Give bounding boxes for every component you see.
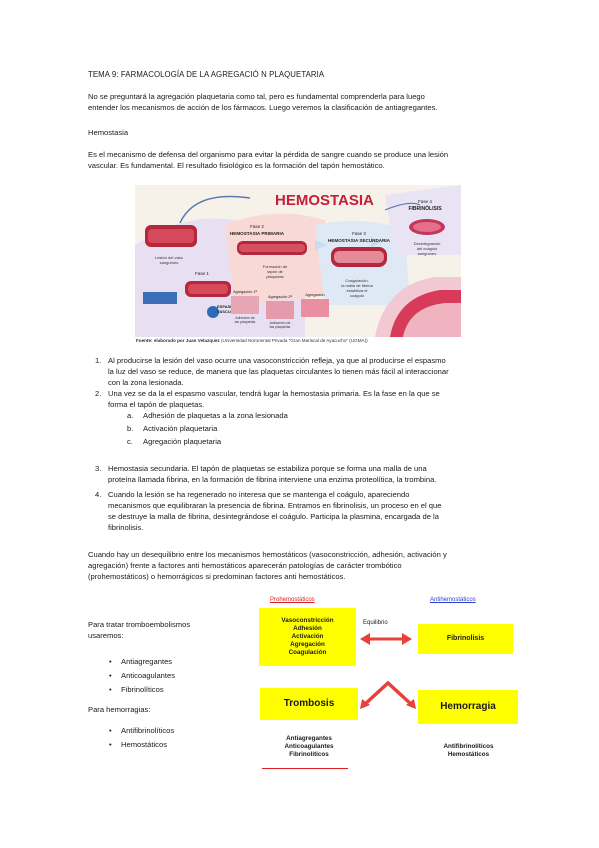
double-arrow-icon bbox=[360, 633, 412, 645]
figure-title: HEMOSTASIA bbox=[275, 192, 374, 209]
lesion-label-2: sanguíneo bbox=[160, 260, 179, 265]
hemorragia-box: Hemorragia bbox=[418, 690, 518, 724]
list-item-fibrinoliticos: Fibrinolíticos bbox=[109, 684, 164, 695]
document-title: TEMA 9: FARMACOLOGÍA DE LA AGREGACIÓ N P… bbox=[88, 70, 325, 79]
lesion-label-1: Lesión del vaso bbox=[155, 255, 184, 260]
agreg2-thumbnail bbox=[266, 301, 294, 319]
anti-label: Antihemostáticos bbox=[430, 597, 476, 603]
phase2-background bbox=[225, 213, 335, 305]
step-1: 1. Al producirse la lesión del vaso ocur… bbox=[95, 356, 449, 387]
phase2-desc-2: tapón de bbox=[267, 269, 283, 274]
agreg1-thumbnail bbox=[231, 296, 259, 314]
cycle-arrow-top bbox=[384, 202, 421, 211]
hemo-label: Para hemorragias: bbox=[88, 705, 151, 714]
list-item-antiagregantes: Antiagregantes bbox=[109, 656, 172, 667]
pro-box: Vasoconstricción Adhesión Activación Agr… bbox=[259, 608, 356, 666]
hemostasia-illustration: HEMOSTASIA Fase 4 FIBRINÓLISIS Desintegr… bbox=[135, 185, 461, 337]
phase2-desc-3: plaquetas bbox=[266, 274, 283, 279]
fibrinolisis-box: Fibrinolisis bbox=[418, 624, 513, 654]
section-heading-hemostasia: Hemostasia bbox=[88, 128, 129, 137]
figure-caption: Fuente: elaborado por Juan Velazquez (Un… bbox=[136, 338, 368, 343]
phase4-desc-2: del coágulo bbox=[417, 246, 438, 251]
phase3-desc-1: Coagulación, bbox=[345, 278, 368, 283]
phase2-desc-1: Formación de bbox=[263, 264, 288, 269]
phase3-title: Fase 3 bbox=[352, 231, 366, 236]
phase1-name-2: VASCULAR bbox=[217, 309, 239, 314]
substep-b: b. Activación plaquetaria bbox=[127, 424, 218, 433]
intro-paragraph: No se preguntará la agregación plaquetar… bbox=[88, 92, 438, 112]
trombosis-treatment: Antiagregantes Anticoagulantes Fibrinolí… bbox=[284, 735, 334, 758]
phase3-name: HEMOSTASIA SECUNDARIA bbox=[328, 238, 391, 243]
divider-line bbox=[262, 768, 348, 769]
activacion-label-1: Activación de bbox=[270, 321, 291, 325]
phase1-name-1: ESPASMO bbox=[217, 304, 237, 309]
phase3-desc-4: coágulo bbox=[350, 293, 365, 298]
phase2-name: HEMOSTASIA PRIMARIA bbox=[230, 231, 285, 236]
trombosis-box: Trombosis bbox=[260, 688, 358, 720]
phase4-title: Fase 4 bbox=[418, 199, 432, 204]
phase2-title: Fase 2 bbox=[250, 224, 264, 229]
phase-arrow-2 bbox=[315, 240, 327, 250]
hemorragia-treatment: Antifibrinolíticos Hemostáticos bbox=[443, 743, 494, 758]
definition-paragraph: Es el mecanismo de defensa del organismo… bbox=[88, 150, 449, 170]
agreg3-thumbnail bbox=[301, 299, 329, 317]
phase3-desc-3: estabiliza el bbox=[347, 288, 368, 293]
agreg1-label: Agregación 1ª bbox=[233, 290, 257, 294]
chevron-arrow-icon bbox=[360, 680, 416, 709]
imbalance-paragraph: Cuando hay un desequilibrio entre los me… bbox=[88, 550, 447, 581]
adhesion-label-1: Adhesión de bbox=[235, 316, 255, 320]
agreg3-label: Agregación bbox=[305, 293, 324, 297]
phase4-desc-1: Desintegración bbox=[414, 241, 441, 246]
list-item-anticoagulantes: Anticoagulantes bbox=[109, 670, 175, 681]
adhesion-label-2: las plaquetas bbox=[235, 320, 256, 324]
phase1-title: Fase 1 bbox=[195, 271, 209, 276]
list-item-antifibrinoliticos: Antifibrinolíticos bbox=[109, 725, 174, 736]
trombo-label: Para tratar tromboembolismos usaremos: bbox=[88, 620, 191, 640]
agreg2-label: Agregación 2ª bbox=[268, 295, 292, 299]
substep-a: a. Adhesión de plaquetas a la zona lesio… bbox=[127, 411, 288, 420]
cycle-arrow bbox=[179, 195, 251, 224]
list-item-hemostaticos: Hemostáticos bbox=[109, 739, 167, 750]
spasm-icon bbox=[207, 306, 219, 318]
step-3: 3. Hemostasia secundaria. El tapón de pl… bbox=[95, 464, 437, 484]
activacion-label-2: las plaquetas bbox=[270, 325, 291, 329]
phase-arrow-3 bbox=[371, 237, 383, 247]
phase4-name: FIBRINÓLISIS bbox=[408, 204, 442, 212]
substep-c: c. Agregación plaquetaria bbox=[127, 437, 222, 446]
step-2: 2. Una vez se da la el espasmo vascular,… bbox=[95, 389, 440, 409]
info-box bbox=[143, 292, 177, 304]
hemostasia-illustration-svg: HEMOSTASIA Fase 4 FIBRINÓLISIS Desintegr… bbox=[135, 185, 461, 337]
equilibrio-label: Equilibrio bbox=[363, 620, 388, 626]
phase3-desc-2: la malla de fibrina bbox=[341, 283, 373, 288]
step-4: 4. Cuando la lesión se ha regenerado no … bbox=[95, 490, 442, 532]
pro-label: Prohemostáticos bbox=[270, 597, 315, 603]
phase4-desc-3: sanguíneo bbox=[418, 251, 437, 256]
